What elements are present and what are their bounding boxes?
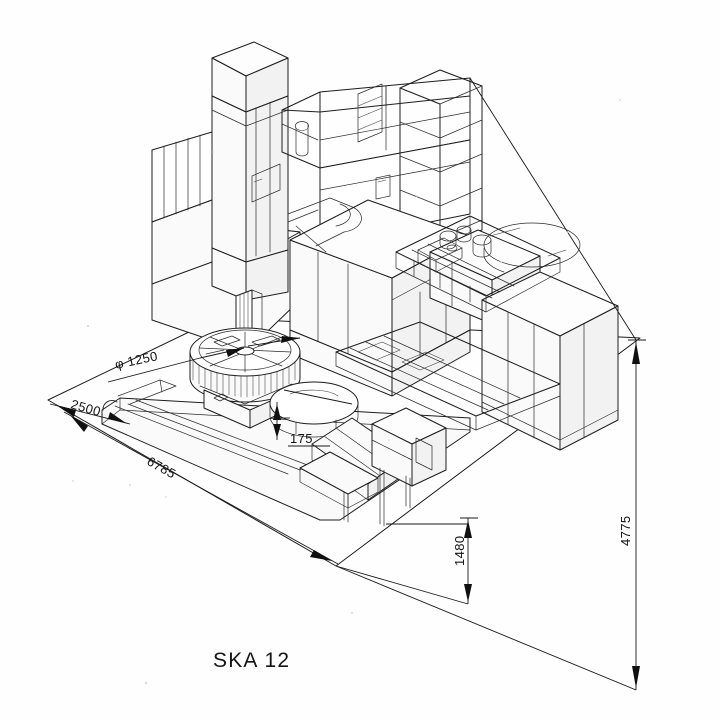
dimension-label-175: 175: [290, 431, 313, 446]
dimension-height-4775: 4775: [335, 77, 646, 691]
scan-speckle: [72, 99, 621, 685]
dimension-label-4775: 4775: [618, 515, 633, 546]
left-wall-slab: [151, 131, 213, 285]
pump-assembly: [439, 225, 492, 258]
chip-conveyor: [299, 407, 447, 527]
dimension-height-1480: 1480: [335, 517, 478, 605]
dimension-label-1480: 1480: [452, 535, 467, 566]
dimension-label-length: 6785: [145, 454, 179, 482]
dimension-height-175: 175: [273, 389, 353, 447]
floor-plane: [47, 317, 641, 567]
dimension-label-diameter: φ 1250: [114, 348, 160, 372]
bed-guide-extension: [335, 321, 561, 431]
upper-swing-arm: [483, 222, 581, 273]
dimension-length-6785: 6785: [63, 411, 339, 565]
drawing-title: SKA 12: [213, 649, 290, 672]
electrical-cabinet-stack: [481, 271, 619, 451]
vertical-ram-column: [211, 41, 289, 389]
rotary-table: [189, 327, 301, 429]
loading-pallet-table: [269, 381, 359, 438]
gear-teeth: [192, 357, 296, 398]
